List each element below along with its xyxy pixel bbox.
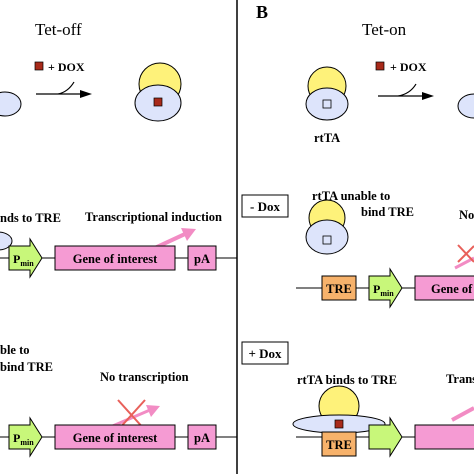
panel-b-dox-label: + DOX xyxy=(390,60,427,74)
panel-a-induction-text: Transcriptional induction xyxy=(85,210,222,224)
plus-dox-box xyxy=(241,341,289,365)
gene-box-b1 xyxy=(414,275,474,301)
promoter-a2: Pmin xyxy=(8,416,43,458)
panel-a-title: Tet-off xyxy=(35,20,82,39)
svg-text:Pmin: Pmin xyxy=(13,431,34,447)
rtta-dox-bound xyxy=(292,385,386,434)
panel-a-unable-line1: ble to xyxy=(0,343,30,357)
panel-a: Tet-off + DOX nds to TRE Transcriptional… xyxy=(0,20,237,458)
svg-text:Pmin: Pmin xyxy=(373,282,394,298)
panel-b: B Tet-on rtTA + DOX - Dox rtTA unable to… xyxy=(241,2,474,458)
gene-box-b2 xyxy=(414,424,474,450)
panel-b-letter: B xyxy=(256,2,268,22)
rtta-complex-b-partial xyxy=(457,93,474,119)
blocked-arrow-b xyxy=(454,244,474,270)
panel-b-unable-line1: rtTA unable to xyxy=(312,189,390,203)
panel-b-trans-text: Trans xyxy=(446,372,474,386)
promoter-b1: Pmin xyxy=(368,267,403,309)
panel-a-unable-line2: bind TRE xyxy=(0,360,53,374)
tre-box-b2 xyxy=(321,431,357,457)
gene-label-a2: Gene of interest xyxy=(73,431,158,445)
reaction-arrow-b xyxy=(378,83,428,97)
tre-label-b2: TRE xyxy=(326,438,352,452)
polya-label-a2: pA xyxy=(194,431,210,445)
reaction-arrow-a xyxy=(36,81,88,95)
tre-label-b1: TRE xyxy=(326,282,352,296)
panel-a-dox-label: + DOX xyxy=(48,60,85,74)
gene-box-a2 xyxy=(54,424,176,450)
tta-dox-bound xyxy=(134,62,182,122)
panel-b-no-text: No xyxy=(459,208,474,222)
dox-molecule-a xyxy=(34,61,44,71)
minus-dox-label: - Dox xyxy=(250,199,280,214)
gene-box-a1 xyxy=(54,245,176,271)
polya-label-a1: pA xyxy=(194,252,210,266)
panel-b-binds-text: rtTA binds to TRE xyxy=(297,373,397,387)
polya-box-a2 xyxy=(187,424,217,450)
panel-b-unable-line2: bind TRE xyxy=(361,205,414,219)
induction-arrow-b xyxy=(451,406,474,422)
tta-bound-tre-a xyxy=(0,231,13,251)
panel-a-no-transcription: No transcription xyxy=(100,370,189,384)
panel-a-tre-binding-text: nds to TRE xyxy=(0,211,61,225)
rtta-unbound xyxy=(305,199,349,255)
plus-dox-label: + Dox xyxy=(248,346,282,361)
minus-dox-box xyxy=(241,194,289,218)
tta-complex-a xyxy=(0,91,22,117)
dox-molecule-b xyxy=(375,61,385,71)
svg-text:Pmin: Pmin xyxy=(13,252,34,268)
rtta-label: rtTA xyxy=(314,131,340,145)
promoter-a1: Pmin xyxy=(8,237,43,279)
gene-label-b1: Gene of xyxy=(431,282,473,296)
gene-label-a1: Gene of interest xyxy=(73,252,158,266)
polya-box-a1 xyxy=(187,245,217,271)
panel-b-title: Tet-on xyxy=(362,20,407,39)
tre-box-b1 xyxy=(321,275,357,301)
promoter-b2 xyxy=(368,416,403,458)
rtta-free xyxy=(305,66,349,121)
